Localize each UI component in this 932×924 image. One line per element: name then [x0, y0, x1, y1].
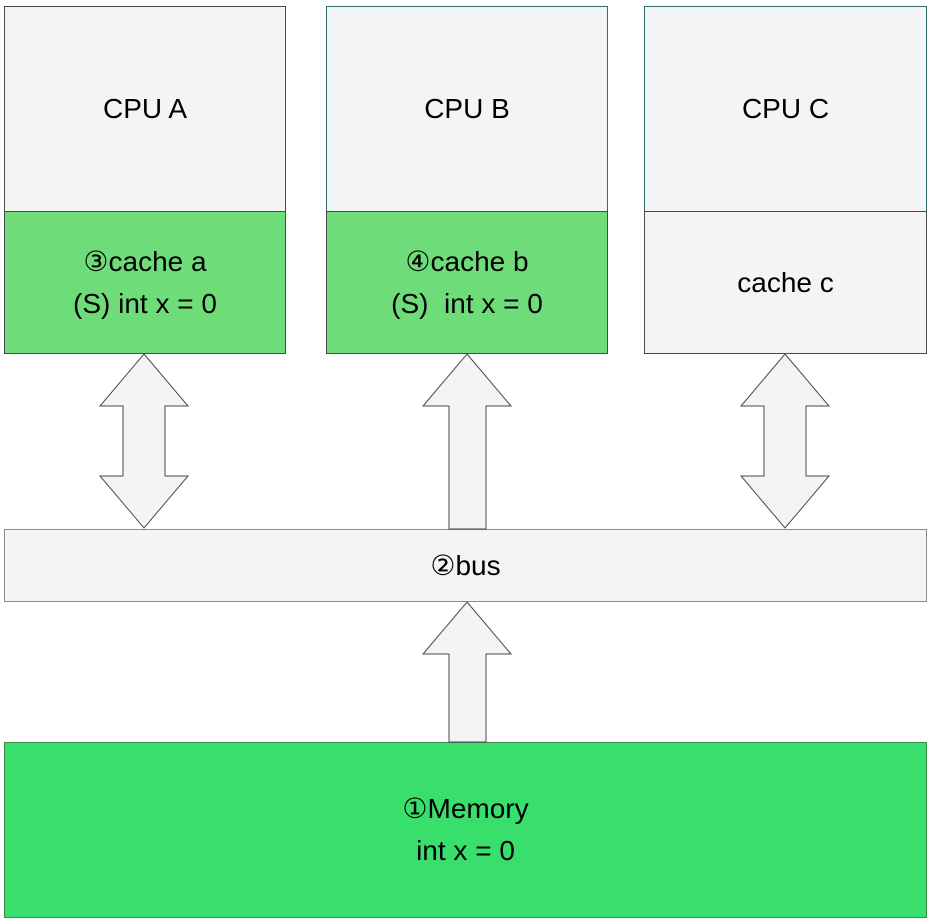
cpu-a-label: CPU A	[102, 93, 188, 124]
cache-b-value: (S) int x = 0	[391, 287, 543, 319]
cpu-b-bus-arrow	[421, 353, 513, 530]
bus-box: ②bus	[4, 529, 927, 602]
cache-c-title: cache c	[737, 266, 834, 298]
cache-a-title: ③cache a	[83, 245, 207, 277]
memory-bus-arrow	[421, 601, 513, 743]
cache-a-box: ③cache a (S) int x = 0	[4, 211, 286, 354]
cache-a-value: (S) int x = 0	[73, 287, 217, 319]
cpu-a-bus-arrow	[98, 353, 190, 529]
bus-label: ②bus	[430, 549, 501, 581]
cpu-c-box: CPU C	[644, 6, 927, 212]
memory-value: int x = 0	[416, 835, 515, 866]
cpu-b-box: CPU B	[326, 6, 608, 212]
cache-b-title: ④cache b	[405, 245, 529, 277]
cache-c-box: cache c	[644, 211, 927, 354]
memory-box: ①Memory int x = 0	[4, 742, 927, 918]
memory-title: ①Memory	[402, 793, 529, 824]
cache-b-box: ④cache b (S) int x = 0	[326, 211, 608, 354]
cpu-c-label: CPU C	[741, 93, 830, 124]
cpu-a-box: CPU A	[4, 6, 286, 212]
cpu-c-bus-arrow	[739, 353, 831, 529]
cpu-b-label: CPU B	[424, 93, 510, 124]
